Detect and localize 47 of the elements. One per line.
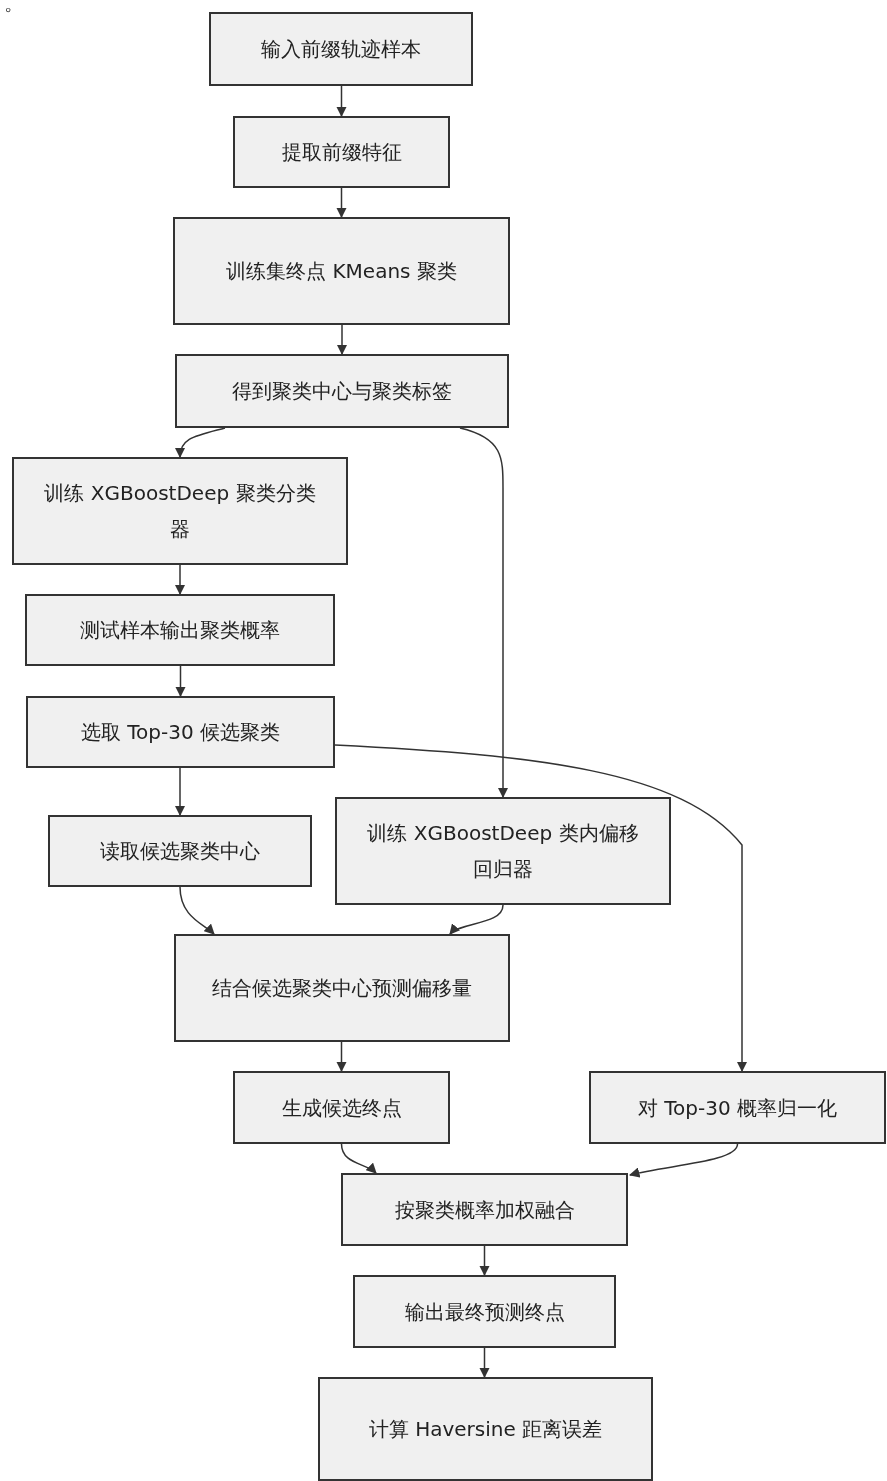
step-label: 输出最终预测终点: [404, 1298, 565, 1326]
arrow: [179, 886, 215, 935]
step-label: 按聚类概率加权融合: [394, 1196, 575, 1224]
process-box: [25, 594, 335, 666]
process-box: [12, 457, 348, 565]
arrow: [175, 427, 226, 459]
step-label: 选取 Top-30 候选聚类: [80, 719, 281, 746]
arrow: [175, 665, 186, 698]
process-box: [173, 217, 510, 325]
arrow: [479, 1245, 490, 1277]
process-box: [318, 1377, 653, 1481]
arrow: [174, 767, 186, 817]
arrow: [334, 744, 748, 1073]
step-label: 测试样本输出聚类概率: [80, 617, 280, 644]
process-box: [26, 696, 335, 768]
process-box: [335, 797, 671, 905]
process-box: [353, 1275, 616, 1348]
text-fragment: 。: [4, 0, 24, 17]
arrow: [336, 85, 347, 118]
step-label: 结合候选聚类中心预测偏移量: [212, 975, 472, 1002]
arrow: [336, 324, 348, 356]
arrow: [459, 427, 509, 799]
step-label: 训练 XGBoostDeep 聚类分类器: [43, 480, 317, 543]
arrow: [336, 1041, 347, 1073]
arrow: [336, 187, 347, 219]
step-label: 提取前缀特征: [281, 139, 402, 166]
process-box: [174, 934, 510, 1042]
process-box: [341, 1173, 628, 1246]
process-box: [209, 12, 473, 86]
arrow: [479, 1347, 490, 1379]
step-label: 训练 XGBoostDeep 类内偏移回归器: [366, 820, 640, 883]
step-label: 输入前缀轨迹样本: [261, 36, 421, 63]
step-label: 得到聚类中心与聚类标签: [232, 378, 452, 405]
step-label: 对 Top-30 概率归一化: [637, 1094, 838, 1122]
process-box: [175, 354, 509, 428]
arrow: [629, 1143, 739, 1178]
process-box: [233, 116, 450, 188]
step-label: 生成候选终点: [281, 1094, 402, 1122]
arrow: [174, 564, 186, 596]
process-box: [48, 815, 312, 887]
step-label: 读取候选聚类中心: [100, 838, 260, 865]
arrow: [340, 1143, 377, 1174]
step-label: 计算 Haversine 距离误差: [368, 1416, 603, 1443]
arrow: [449, 904, 504, 935]
process-box: [233, 1071, 450, 1144]
process-box: [589, 1071, 886, 1144]
step-label: 训练集终点 KMeans 聚类: [226, 258, 457, 285]
